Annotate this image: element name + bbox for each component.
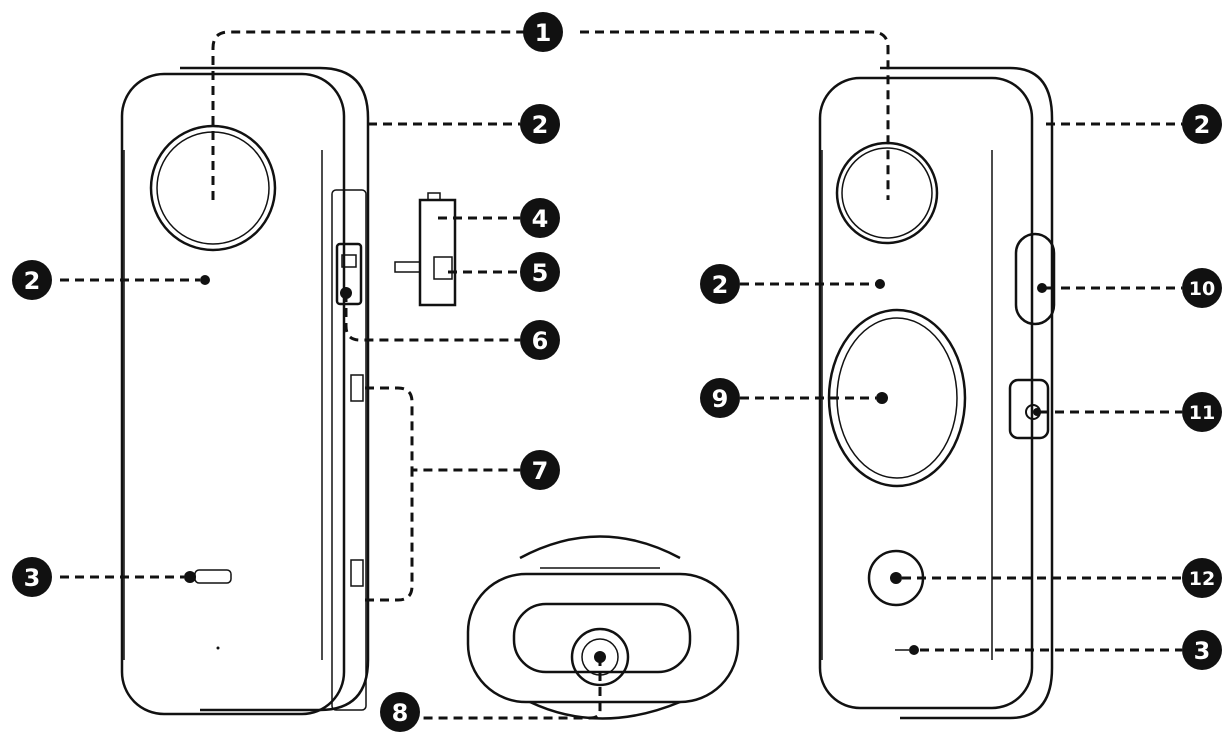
svg-text:3: 3 — [1194, 637, 1211, 665]
callout-12: 12 — [1182, 558, 1222, 598]
svg-text:4: 4 — [532, 205, 549, 233]
callout-badges: 1 2 2 2 2 3 3 4 5 6 7 8 9 10 11 12 — [12, 12, 1222, 732]
callout-5: 5 — [520, 252, 560, 292]
callout-6: 6 — [520, 320, 560, 360]
callout-10: 10 — [1182, 268, 1222, 308]
power-button — [1014, 232, 1056, 326]
camera-bottom-view — [466, 535, 740, 720]
svg-text:6: 6 — [532, 327, 549, 355]
svg-text:2: 2 — [712, 271, 729, 299]
svg-text:3: 3 — [24, 564, 41, 592]
front-lens — [149, 124, 277, 252]
camera-back-view — [818, 66, 1056, 720]
camera-front-view — [120, 66, 370, 716]
svg-text:7: 7 — [532, 457, 549, 485]
svg-text:12: 12 — [1189, 568, 1215, 590]
callout-2-top-left: 2 — [520, 104, 560, 144]
touch-screen — [827, 308, 967, 488]
callout-3-left: 3 — [12, 557, 52, 597]
svg-text:11: 11 — [1189, 402, 1215, 424]
callout-11: 11 — [1182, 392, 1222, 432]
callout-2-right: 2 — [700, 264, 740, 304]
svg-text:1: 1 — [535, 19, 552, 47]
callout-9: 9 — [700, 378, 740, 418]
callout-1: 1 — [523, 12, 563, 52]
side-port-panel — [331, 189, 367, 711]
callout-3-right: 3 — [1182, 630, 1222, 670]
svg-text:8: 8 — [392, 699, 409, 727]
svg-text:5: 5 — [532, 259, 549, 287]
leader-lines — [60, 30, 1182, 720]
callout-4: 4 — [520, 198, 560, 238]
quick-button — [1008, 378, 1050, 440]
callout-2-top-right: 2 — [1182, 104, 1222, 144]
svg-text:10: 10 — [1189, 278, 1215, 300]
tripod-mount — [570, 627, 630, 687]
svg-text:2: 2 — [24, 267, 41, 295]
callout-2-left: 2 — [12, 260, 52, 300]
callout-8: 8 — [380, 692, 420, 732]
svg-text:2: 2 — [532, 111, 549, 139]
battery-cover-part — [394, 192, 457, 307]
svg-text:2: 2 — [1194, 111, 1211, 139]
callout-7: 7 — [520, 450, 560, 490]
svg-text:9: 9 — [712, 385, 729, 413]
